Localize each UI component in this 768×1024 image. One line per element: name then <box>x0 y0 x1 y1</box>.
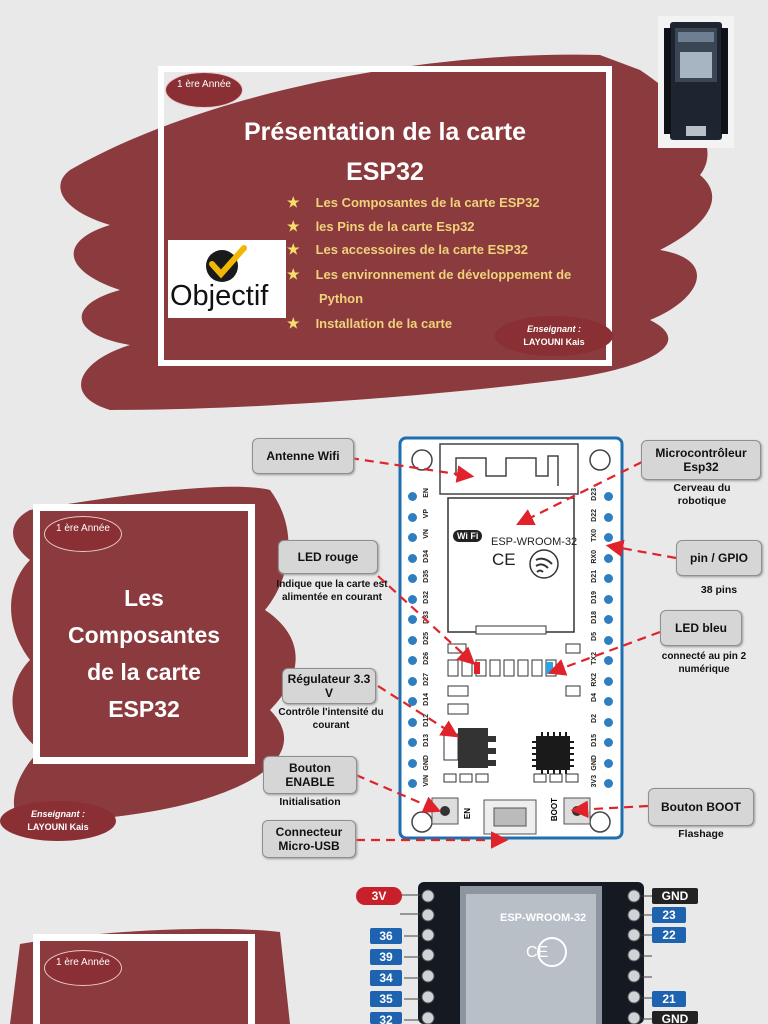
pin-label-36: 36 <box>370 928 402 944</box>
pin-dot <box>604 717 613 727</box>
sub-pin-gpio: 38 pins <box>700 584 738 596</box>
grade-badge: 1 ère Année <box>44 950 122 986</box>
pin-dot <box>604 656 613 665</box>
pin-label-gnd: GND <box>652 888 698 904</box>
label-bouton-enable: Bouton ENABLE <box>263 756 357 794</box>
pin-label-21: 21 <box>652 991 686 1007</box>
label-antenne-wifi: Antenne Wifi <box>252 438 354 474</box>
pin-dot <box>408 492 417 501</box>
pin-dot <box>408 533 417 542</box>
pin-label-35: 35 <box>370 991 402 1007</box>
bullet-item-continuation: Python <box>319 291 364 306</box>
label-microcontroleur: Microcontrôleur Esp32 <box>641 440 761 480</box>
pin-dot <box>408 758 417 768</box>
grade-badge: 1 ère Année <box>165 72 243 108</box>
bullet-item: ★Les Composantes de la carte ESP32 <box>287 194 540 210</box>
label-regulateur: Régulateur 3.3 V <box>282 668 376 704</box>
slide-2: 1 ère Année Les Composantes de la carte … <box>0 420 768 870</box>
title-line-2: ESP32 <box>346 158 424 186</box>
module-label: ESP-WROOM-32 <box>491 536 578 548</box>
pin-dot <box>408 738 417 747</box>
pin-dot <box>408 594 417 604</box>
pin-label-gnd: GND <box>652 1011 698 1024</box>
esp32-board-photo <box>658 16 734 148</box>
pin-dot <box>408 574 417 583</box>
esp32-pinout-board: CE <box>418 882 644 1024</box>
pin-label-3v: 3V <box>356 887 402 905</box>
pin-dot <box>408 779 417 788</box>
pin-dot <box>604 574 613 583</box>
pin-label-39: 39 <box>370 949 402 965</box>
wifi-badge: Wi Fi <box>453 530 483 542</box>
sub-bouton-boot: Flashage <box>678 828 724 840</box>
pin-dot <box>604 779 613 788</box>
sub-bouton-enable: Initialisation <box>279 796 341 808</box>
pin-label-34: 34 <box>370 970 402 986</box>
callout-arrows <box>349 456 677 849</box>
teacher-badge: Enseignant : LAYOUNI Kais <box>495 316 613 356</box>
label-led-rouge: LED rouge <box>278 540 378 574</box>
teacher-badge: Enseignant : LAYOUNI Kais <box>0 801 116 841</box>
title-frame <box>158 66 612 366</box>
label-bouton-boot: Bouton BOOT <box>648 788 754 826</box>
pin-dot <box>604 553 613 563</box>
pin-dot <box>604 594 613 604</box>
checkmark-ball-icon <box>206 245 247 282</box>
sub-led-rouge: Indique que la carte est alimentée en co… <box>276 579 388 603</box>
page-title: Présentation de la carte ESP32 <box>165 112 605 192</box>
title-frame <box>33 504 255 764</box>
pin-dot <box>604 697 613 706</box>
pin-label-22: 22 <box>652 927 686 943</box>
title-line-1: Présentation de la carte <box>243 118 527 146</box>
pin-dot <box>604 512 613 522</box>
pin-dot <box>408 615 417 624</box>
pin-dot <box>604 738 613 747</box>
bullet-item: ★Les accessoires de la carte ESP32 <box>287 241 529 257</box>
espressif-logo-icon <box>529 549 559 579</box>
pin-dot <box>408 697 417 706</box>
pin-dot <box>604 635 613 645</box>
objectif-logo: Objectif <box>168 240 286 318</box>
pin-dot <box>604 492 613 501</box>
pin-dot <box>604 758 613 768</box>
pin-label-32: 32 <box>370 1012 402 1024</box>
svg-text:CE: CE <box>526 944 548 961</box>
bullet-item: ★Les environnement de développement de <box>287 266 572 282</box>
bullet-item: ★les Pins de la carte Esp32 <box>287 218 475 234</box>
pin-dot <box>604 676 613 686</box>
label-led-bleu: LED bleu <box>660 610 742 646</box>
pin-label-23: 23 <box>652 907 686 923</box>
pin-dot <box>408 717 417 727</box>
pin-dot <box>604 533 613 542</box>
sub-led-bleu: connecté au pin 2 numérique <box>661 651 747 675</box>
pin-dot <box>408 512 417 522</box>
pinout-module-label: ESP-WROOM-32 <box>500 912 587 924</box>
bullet-item: ★Installation de la carte <box>287 315 453 331</box>
grade-badge: 1 ère Année <box>44 516 122 552</box>
pin-dot <box>408 676 417 686</box>
pin-dot <box>604 615 613 624</box>
pin-leader-lines <box>400 894 652 1021</box>
title-frame <box>33 934 255 1024</box>
sub-regulateur: Contrôle l'intensité du courant <box>278 707 384 731</box>
pin-dot <box>408 553 417 563</box>
pin-dot <box>408 656 417 665</box>
slide-1: 1 ère Année Présentation de la carte ESP… <box>0 0 768 420</box>
brush-stroke-background <box>11 486 296 825</box>
pin-dot <box>408 635 417 645</box>
sub-microcontroleur: Cerveau du robotique <box>673 482 731 507</box>
label-connecteur-usb: Connecteur Micro-USB <box>262 820 356 858</box>
section-title: Les Composantes de la carte ESP32 <box>67 585 221 722</box>
objectif-label: Objectif <box>170 280 269 312</box>
slide-3: 1 ère Année CE ESP-WROOM-32 3V 36 39 34 … <box>0 870 768 1024</box>
ce-mark: CE <box>492 550 516 569</box>
label-pin-gpio: pin / GPIO <box>676 540 762 576</box>
